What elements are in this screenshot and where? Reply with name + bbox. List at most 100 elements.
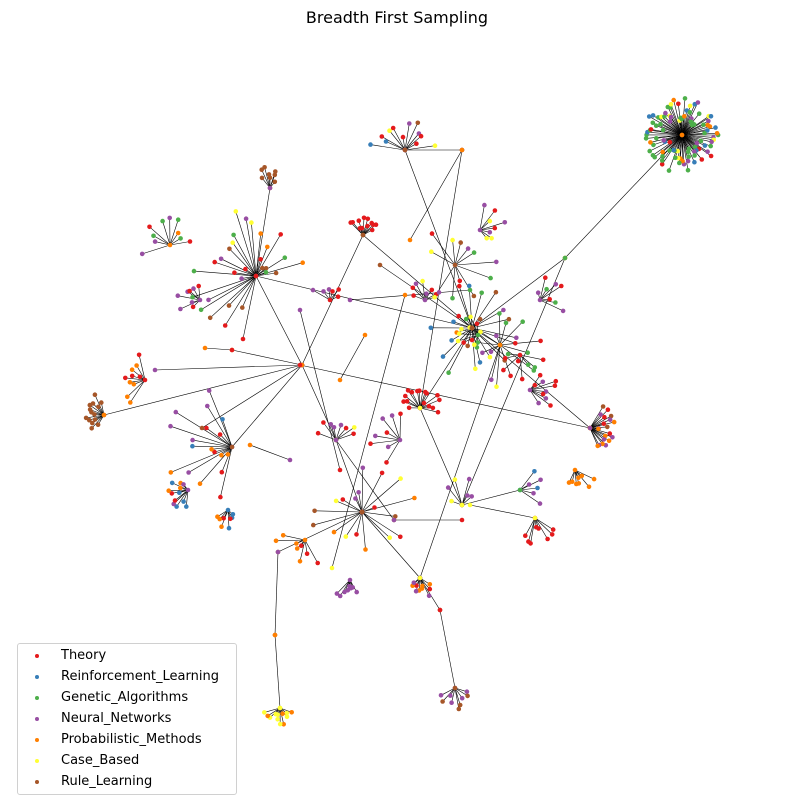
graph-edge xyxy=(411,392,421,409)
graph-node xyxy=(413,281,419,287)
graph-edge xyxy=(454,261,497,266)
graph-edge xyxy=(362,234,473,329)
graph-node xyxy=(435,393,440,398)
graph-edge xyxy=(681,134,706,146)
graph-edge xyxy=(479,227,495,231)
graph-edge xyxy=(138,354,146,381)
graph-node xyxy=(229,347,235,353)
graph-edge xyxy=(419,399,440,409)
graph-edge xyxy=(681,134,714,141)
graph-node xyxy=(477,316,483,322)
graph-node xyxy=(502,355,508,361)
graph-node xyxy=(197,297,203,303)
graph-edge xyxy=(439,609,456,689)
graph-node xyxy=(660,149,665,155)
graph-edge xyxy=(681,126,710,136)
graph-node xyxy=(95,422,101,428)
graph-node xyxy=(418,133,424,139)
legend-label-case-based: Case_Based xyxy=(61,753,140,768)
graph-node xyxy=(273,711,279,717)
graph-edge xyxy=(469,504,536,519)
graph-node xyxy=(190,443,195,449)
graph-node xyxy=(359,509,365,515)
graph-edge xyxy=(479,205,485,231)
graph-node xyxy=(474,321,480,327)
graph-node xyxy=(360,465,366,471)
graph-edge xyxy=(175,411,233,448)
graph-edge xyxy=(251,222,257,277)
graph-edge xyxy=(419,577,430,596)
graph-node xyxy=(331,425,337,430)
graph-edge xyxy=(345,511,363,537)
graph-node xyxy=(336,287,342,292)
graph-node xyxy=(372,505,377,510)
graph-edge xyxy=(370,439,401,444)
graph-node xyxy=(393,514,398,519)
graph-node xyxy=(129,373,135,379)
graph-edge xyxy=(658,117,683,136)
graph-node xyxy=(461,340,467,345)
graph-edge xyxy=(169,219,179,246)
legend-label-neural-networks: Neural_Networks xyxy=(61,711,172,726)
graph-node xyxy=(671,97,676,103)
graph-node xyxy=(579,473,585,479)
graph-node xyxy=(356,490,361,495)
graph-edge xyxy=(335,433,354,441)
graph-node xyxy=(92,392,98,398)
graph-node xyxy=(692,122,697,127)
graph-edge xyxy=(491,344,501,380)
graph-edge xyxy=(339,334,366,381)
graph-node xyxy=(459,502,465,508)
graph-node xyxy=(605,424,610,430)
graph-node xyxy=(225,507,231,513)
graph-edge xyxy=(231,349,303,366)
graph-node xyxy=(598,412,603,417)
graph-node xyxy=(304,551,310,556)
graph-edge xyxy=(335,439,395,521)
graph-edge xyxy=(127,379,146,398)
graph-node xyxy=(169,491,175,496)
graph-edge xyxy=(211,446,233,450)
graph-node xyxy=(359,225,365,231)
graph-node xyxy=(438,693,444,698)
graph-node xyxy=(240,305,245,310)
figure-title: Breadth First Sampling xyxy=(305,8,489,27)
graph-edge xyxy=(662,129,683,136)
graph-edge xyxy=(336,579,351,594)
graph-edge xyxy=(431,251,456,266)
graph-node xyxy=(312,508,317,514)
graph-node xyxy=(475,340,481,345)
legend-entry-reinforcement-learning: Reinforcement_Learning xyxy=(18,668,236,686)
graph-edge xyxy=(461,257,566,506)
graph-node xyxy=(591,476,597,482)
graph-node xyxy=(429,231,435,236)
graph-node xyxy=(601,421,607,427)
graph-node xyxy=(172,498,178,503)
graph-node xyxy=(696,111,702,116)
graph-node xyxy=(658,121,663,127)
graph-node xyxy=(414,141,419,146)
graph-node xyxy=(517,487,523,493)
graph-edge xyxy=(479,222,505,231)
graph-node xyxy=(129,367,135,373)
graph-node xyxy=(473,366,478,372)
graph-edge xyxy=(335,427,355,441)
graph-node xyxy=(99,400,104,405)
graph-node xyxy=(586,484,592,490)
graph-node xyxy=(230,240,235,245)
graph-node xyxy=(134,363,139,368)
graph-node xyxy=(482,202,487,208)
graph-node xyxy=(550,527,556,532)
graph-node xyxy=(519,376,525,382)
graph-node xyxy=(166,488,171,494)
graph-edge xyxy=(503,354,521,371)
graph-node xyxy=(384,430,390,435)
graph-edge xyxy=(274,634,281,709)
graph-node xyxy=(415,120,421,126)
graph-node xyxy=(228,516,233,522)
graph-node xyxy=(202,345,208,351)
graph-edge xyxy=(574,469,595,480)
graph-edge xyxy=(419,393,427,409)
graph-edge xyxy=(681,133,718,136)
graph-edge xyxy=(361,472,383,513)
